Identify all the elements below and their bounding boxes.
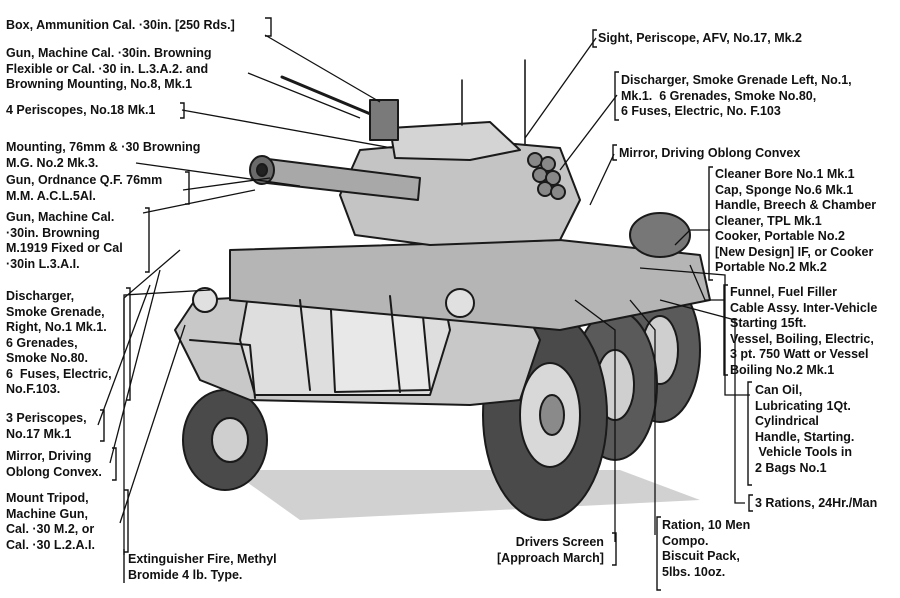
label-mirror-right: Mirror, Driving Oblong Convex [619, 146, 801, 160]
bracket-tripod [124, 489, 129, 553]
leader-mg-fixed [142, 189, 256, 214]
label-sight: Sight, Periscope, AFV, No.17, Mk.2 [598, 31, 802, 45]
label-mg-flexible: Gun, Machine Cal. ·30in. Browning Flexib… [6, 46, 212, 91]
bracket-oil-list [747, 381, 752, 486]
bracket-ration-10 [656, 516, 661, 591]
leader-smoke-left [559, 94, 618, 171]
leader-drivers-screen [574, 299, 616, 542]
bracket-tools-list [708, 166, 713, 281]
bracket-mg-fixed [145, 207, 150, 273]
label-periscopes-4: 4 Periscopes, No.18 Mk.1 [6, 103, 156, 117]
label-oil-list: Can Oil, Lubricating 1Qt. Cylindrical Ha… [755, 383, 855, 475]
bracket-ammo-box [265, 17, 272, 37]
bracket-rations-3 [748, 494, 753, 512]
leader-periscopes-4 [181, 109, 393, 149]
leader-mounting-76 [135, 162, 301, 187]
label-ration-10: Ration, 10 Men Compo. Biscuit Pack, 5lbs… [662, 518, 751, 579]
bracket-mirror-left [112, 447, 117, 481]
leader-sight [524, 37, 597, 139]
label-smoke-left: Discharger, Smoke Grenade Left, No.1, Mk… [621, 73, 852, 118]
label-mounting-76: Mounting, 76mm & ·30 Browning M.G. No.2 … [6, 140, 201, 170]
leader-extinguisher [123, 289, 211, 555]
bracket-periscopes-3 [100, 409, 105, 442]
leader-funnel-list [689, 264, 725, 301]
bracket-smoke-left [614, 71, 619, 121]
label-ammo-box: Box, Ammunition Cal. ·30in. [250 Rds.] [6, 18, 235, 32]
label-rations-3: 3 Rations, 24Hr./Man [755, 496, 878, 510]
bracket-mirror-right [612, 144, 617, 161]
label-extinguisher: Extinguisher Fire, Methyl Bromide 4 lb. … [128, 552, 277, 582]
leader-ration-10 [629, 299, 656, 535]
leader-mg-flexible [247, 72, 361, 119]
leader-gun-76 [182, 177, 271, 191]
label-funnel-list: Funnel, Fuel Filler Cable Assy. Inter-Ve… [730, 285, 878, 377]
bracket-smoke-right [126, 287, 131, 401]
leader-mirror-right [589, 153, 615, 206]
bracket-periscopes-4 [180, 102, 185, 119]
bracket-funnel-list [723, 284, 728, 376]
label-mg-fixed: Gun, Machine Cal. ·30in. Browning M.1919… [6, 210, 123, 271]
bracket-drivers-screen [612, 532, 617, 566]
leader-rations-3 [659, 299, 745, 504]
leader-tripod [119, 324, 186, 524]
label-drivers-screen: Drivers Screen [Approach March] [497, 535, 604, 565]
leader-tools-list [674, 229, 710, 246]
label-tools-list: Cleaner Bore No.1 Mk.1 Cap, Sponge No.6 … [715, 167, 877, 274]
bracket-gun-76 [185, 171, 190, 205]
label-smoke-right: Discharger, Smoke Grenade, Right, No.1 M… [6, 289, 112, 396]
leader-mirror-left [109, 269, 161, 464]
bracket-sight [592, 29, 597, 48]
label-periscopes-3: 3 Periscopes, No.17 Mk.1 [6, 411, 87, 441]
leader-oil-list [639, 267, 750, 396]
label-tripod: Mount Tripod, Machine Gun, Cal. ·30 M.2,… [6, 491, 95, 552]
label-mirror-left: Mirror, Driving Oblong Convex. [6, 449, 102, 479]
leader-ammo-box [264, 34, 381, 103]
label-gun-76: Gun, Ordnance Q.F. 76mm M.M. A.C.L.5Al. [6, 173, 163, 203]
